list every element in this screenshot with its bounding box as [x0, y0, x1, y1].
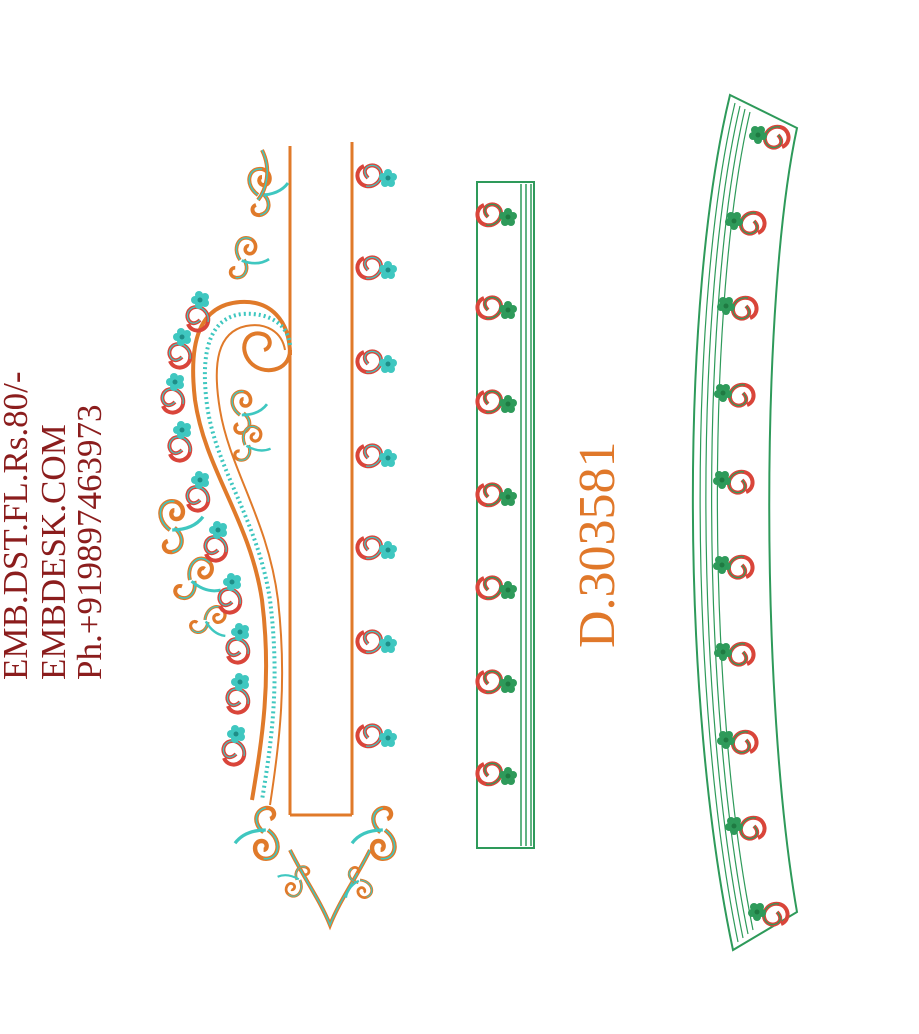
paisley-flower-icon	[475, 761, 519, 787]
paisley-flower-icon	[475, 482, 519, 508]
paisley-flower-icon	[475, 575, 519, 601]
neck-curl	[242, 331, 292, 372]
placket-motif-column	[355, 163, 399, 749]
paisley-flower-icon	[712, 641, 756, 667]
paisley-flower-icon	[355, 723, 399, 749]
neck-curve	[191, 299, 292, 801]
scroll-swirl-icon	[224, 233, 276, 289]
scroll-swirl-icon	[352, 808, 395, 859]
paisley-flower-icon	[711, 469, 755, 495]
paisley-flower-icon	[221, 723, 247, 767]
paisley-flower-icon	[747, 124, 791, 150]
neck-curve-inner	[215, 324, 286, 806]
scroll-swirl-icon	[235, 808, 278, 859]
paisley-flower-icon	[355, 163, 399, 189]
paisley-flower-icon	[217, 571, 243, 615]
paisley-flower-icon	[475, 669, 519, 695]
neck-panel	[160, 142, 399, 931]
paisley-flower-icon	[355, 255, 399, 281]
paisley-flower-icon	[185, 289, 211, 333]
paisley-flower-icon	[225, 671, 251, 715]
paisley-flower-icon	[475, 389, 519, 415]
paisley-flower-icon	[475, 295, 519, 321]
scroll-swirl-icon	[168, 552, 232, 617]
paisley-flower-icon	[712, 382, 756, 408]
paisley-flower-icon	[167, 326, 193, 370]
paisley-flower-icon	[711, 554, 755, 580]
paisley-flower-icon	[225, 621, 251, 665]
paisley-flower-icon	[475, 202, 519, 228]
curved-band	[691, 93, 799, 952]
paisley-flower-icon	[355, 349, 399, 375]
paisley-flower-icon	[167, 419, 193, 463]
straight-band	[475, 181, 535, 849]
paisley-flower-icon	[355, 535, 399, 561]
paisley-flower-icon	[355, 443, 399, 469]
paisley-flower-icon	[203, 519, 229, 563]
paisley-flower-icon	[723, 815, 767, 841]
paisley-flower-icon	[160, 371, 186, 415]
paisley-flower-icon	[185, 469, 211, 513]
paisley-flower-icon	[355, 629, 399, 655]
